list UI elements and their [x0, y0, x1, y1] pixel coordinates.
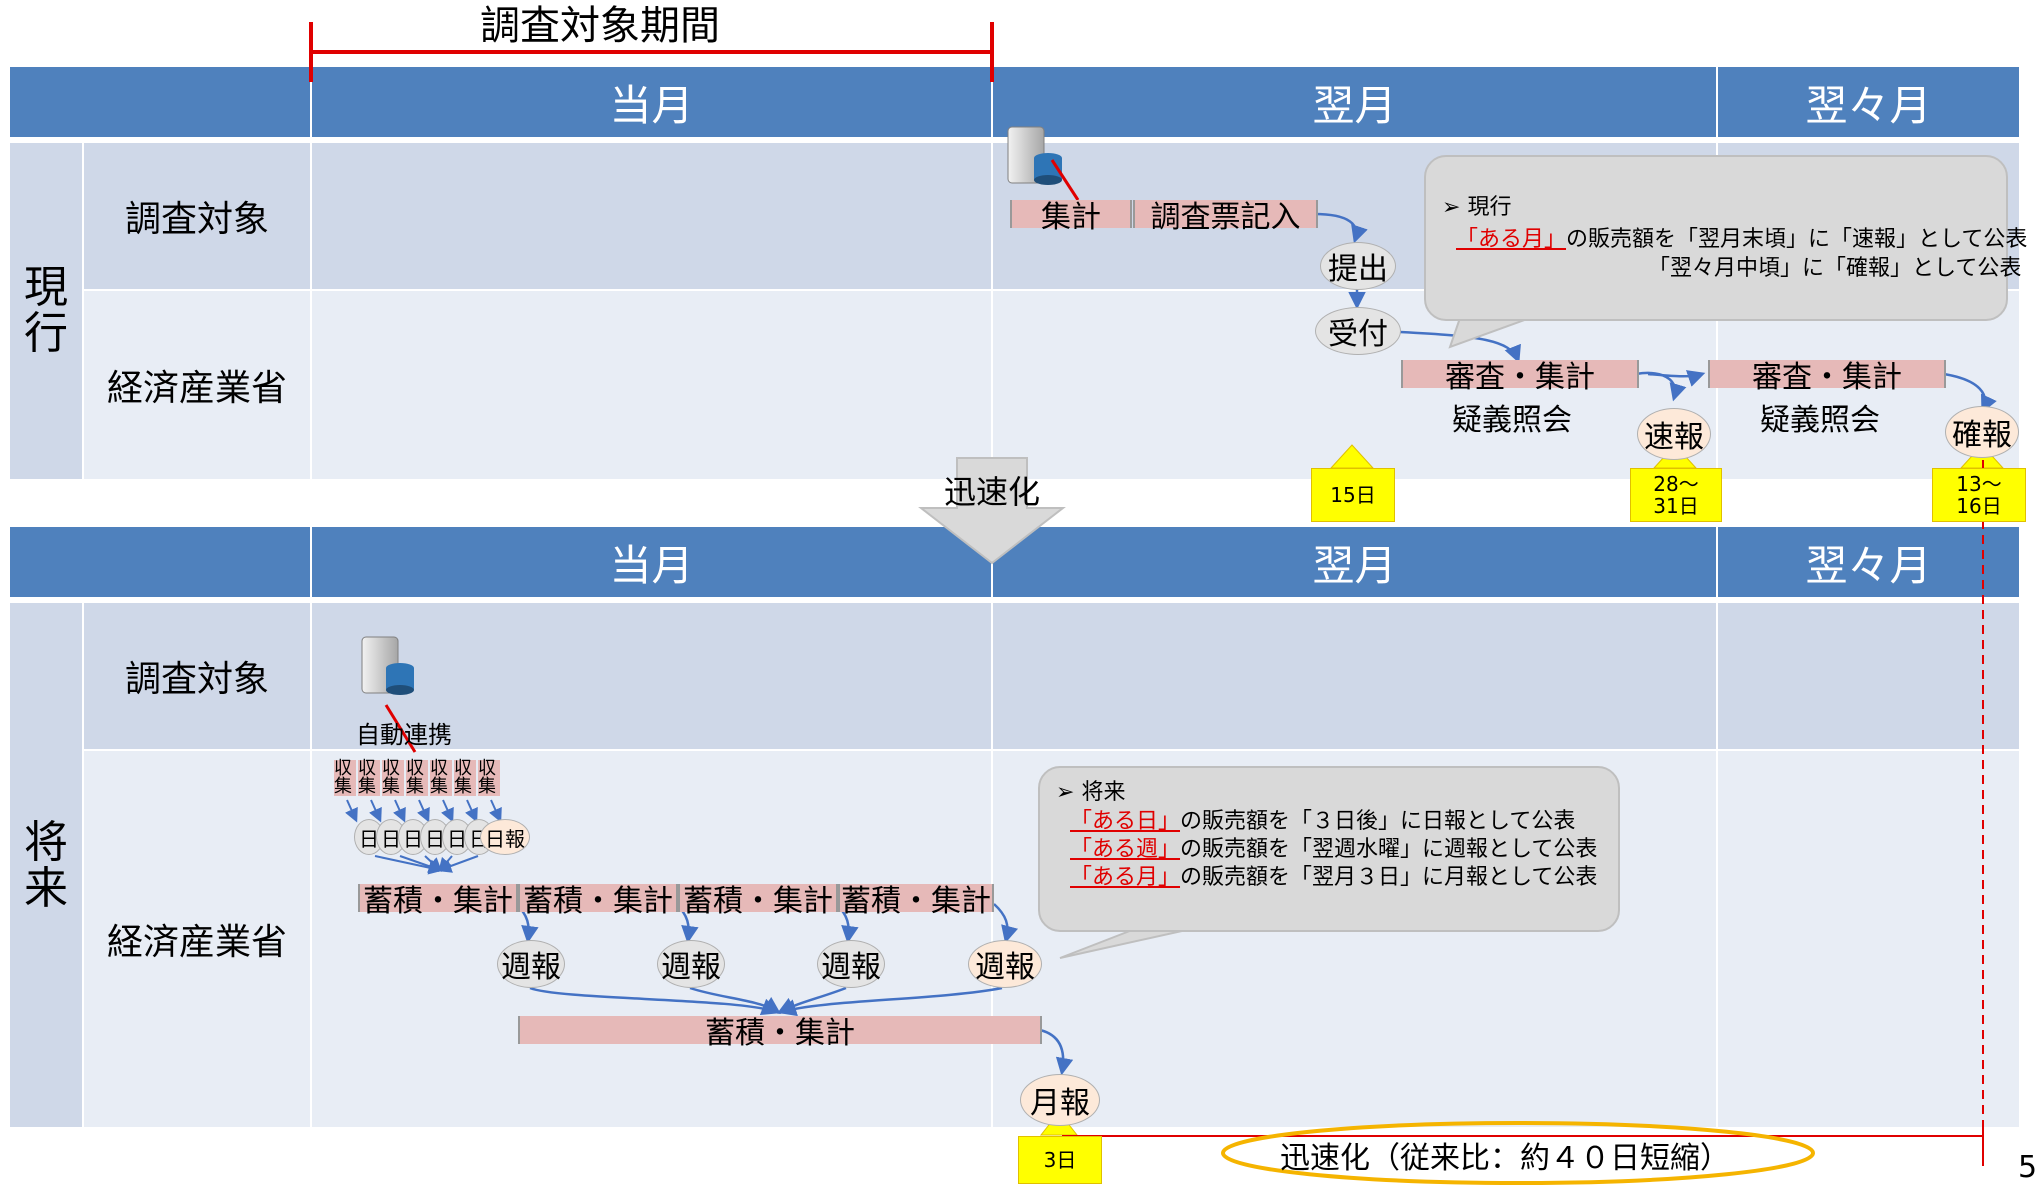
callout-future-head: ➢ 将来	[1056, 780, 1126, 805]
daily-report: 日報	[480, 819, 530, 855]
collect-group: 収集 収集 収集 収集 収集 収集 収集	[334, 758, 500, 800]
collect-4: 収集	[406, 760, 428, 796]
header-month-next: 翌月	[993, 67, 1716, 137]
row-label-target: 調査対象	[124, 199, 269, 240]
callout-tail-current	[1448, 317, 1531, 349]
callout-current: ➢ 現行 「ある月」の販売額を「翌月末頃」に「速報」として公表 「翌々月中頃」に…	[1424, 155, 2027, 321]
row-label-ministry-2: 経済産業省	[106, 922, 287, 963]
collect-3: 収集	[382, 760, 404, 796]
marker-arrow-15	[1329, 444, 1375, 469]
current-flow-arrows	[1313, 212, 1997, 414]
monthly-report: 月報	[1020, 1074, 1100, 1126]
header-month-after-next-2: 翌々月	[1718, 527, 2019, 597]
daily-group: 日 日 日 日 日 日 日報	[354, 819, 530, 857]
collect-5: 収集	[430, 760, 452, 796]
weekly-1: 週報	[497, 940, 565, 988]
bar-aggregate: 集計	[1010, 200, 1132, 235]
callout-future-line1: 「ある日」の販売額を「３日後」に日報として公表	[1070, 809, 1576, 834]
collect-6: 収集	[454, 760, 476, 796]
header-month-current-2: 当月	[312, 527, 991, 597]
result-ellipse	[1221, 1121, 1815, 1185]
header-blank	[10, 67, 310, 137]
weekly-3: 週報	[817, 940, 885, 988]
server-icon-future	[361, 636, 417, 753]
weekly-arrows	[515, 903, 1074, 1076]
collect-arrows	[345, 799, 502, 875]
oval-receive: 受付	[1315, 307, 1401, 355]
day-28-31: 28～31日	[1630, 468, 1722, 522]
row-label-ministry: 経済産業省	[106, 368, 287, 409]
bar-accumulate-month: 蓄積・集計	[518, 1016, 1042, 1051]
side-current	[10, 143, 82, 479]
bar-accumulate-4: 蓄積・集計	[838, 884, 994, 919]
collect-7: 収集	[478, 760, 500, 796]
server-icon-current	[1007, 126, 1080, 201]
speedup-arrow	[918, 457, 1066, 565]
day-13-16: 13～16日	[1932, 468, 2026, 522]
side-future	[10, 603, 82, 1127]
day-3-box: 3日	[1018, 1136, 1102, 1184]
page-number: 5	[2018, 1150, 2037, 1185]
bar-accumulate-2: 蓄積・集計	[518, 884, 678, 919]
label-inquiry-1: 疑義照会	[1452, 403, 1572, 438]
oval-final: 確報	[1945, 406, 2019, 458]
survey-period-bracket	[309, 22, 994, 82]
bar-accumulate-1: 蓄積・集計	[358, 884, 518, 919]
weekly-2: 週報	[657, 940, 725, 988]
weekly-4: 週報	[968, 940, 1042, 988]
label-auto-link: 自動連携	[356, 721, 452, 749]
header-month-current: 当月	[312, 67, 991, 137]
callout-current-line1: 「ある月」の販売額を「翌月末頃」に「速報」として公表	[1456, 227, 2028, 252]
oval-submit: 提出	[1320, 242, 1396, 290]
callout-current-line2: 「翌々月中頃」に「確報」として公表	[1648, 256, 2022, 281]
bar-entry: 調査票記入	[1133, 200, 1318, 235]
callout-current-head: ➢ 現行	[1442, 195, 1512, 220]
current-label: 現行	[24, 262, 68, 359]
header-month-next-2: 翌月	[993, 527, 1716, 597]
bar-review-2: 審査・集計	[1708, 360, 1946, 395]
row-label-target-2: 調査対象	[124, 659, 269, 700]
label-inquiry-2: 疑義照会	[1760, 403, 1880, 438]
future-label: 将来	[24, 817, 68, 914]
bar-review-1: 審査・集計	[1401, 360, 1639, 395]
speedup-label: 迅速化	[943, 473, 1040, 511]
header-blank-2	[10, 527, 310, 597]
oval-prelim: 速報	[1637, 408, 1711, 460]
result-label: 迅速化（従来比：約４０日短縮）	[1280, 1141, 1730, 1176]
day-15: 15日	[1311, 468, 1395, 522]
header-month-after-next: 翌々月	[1718, 67, 2019, 137]
shortening-span	[1062, 1120, 1984, 1166]
bar-accumulate-3: 蓄積・集計	[678, 884, 838, 919]
callout-future-line3: 「ある月」の販売額を「翌月３日」に月報として公表	[1070, 865, 1598, 890]
collect-2: 収集	[358, 760, 380, 796]
callout-future-line2: 「ある週」の販売額を「翌週水曜」に週報として公表	[1070, 837, 1598, 862]
collect-1: 収集	[334, 760, 356, 796]
callout-future: ➢ 将来 「ある日」の販売額を「３日後」に日報として公表 「ある週」の販売額を「…	[1038, 766, 1620, 932]
survey-period-label: 調査対象期間	[480, 3, 720, 49]
